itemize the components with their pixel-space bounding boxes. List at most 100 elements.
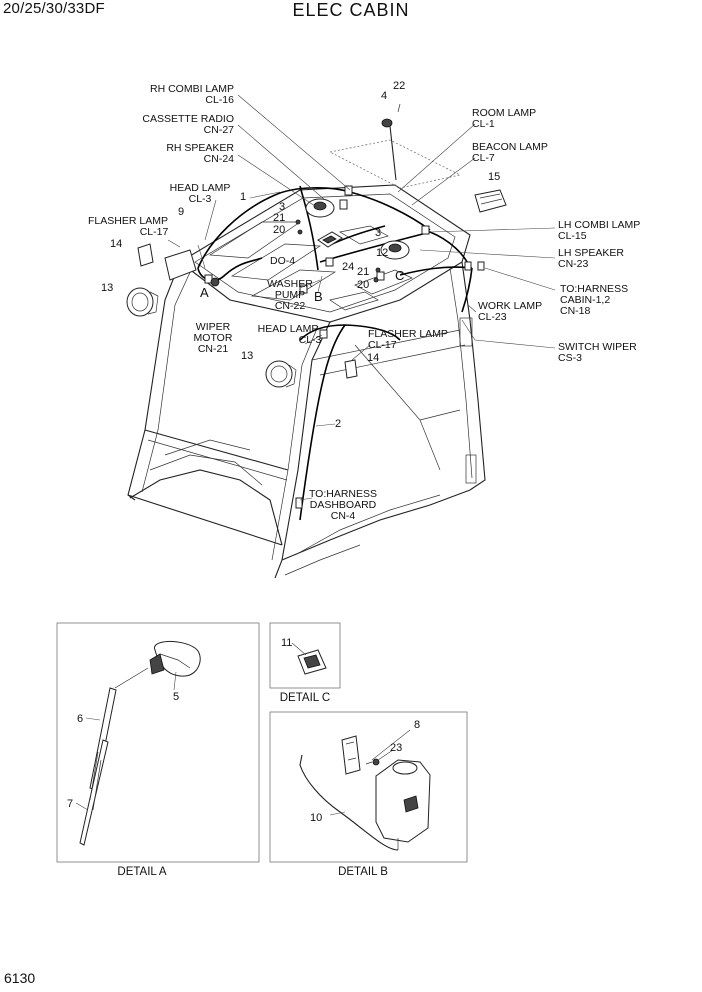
wiper-motor-label-2: MOTOR <box>194 332 233 344</box>
part-number-21-right: 21 <box>357 266 369 278</box>
front-right-post <box>274 321 331 579</box>
part-number-8: 8 <box>414 719 420 731</box>
antenna-base-icon <box>381 118 393 128</box>
part-number-1: 1 <box>240 191 246 203</box>
head-lamp-left-icon <box>126 287 154 317</box>
rh-combi-lamp-code: CL-16 <box>205 94 234 106</box>
flasher-lamp-right-label: FLASHER LAMP <box>368 328 448 340</box>
cabin-frame <box>127 184 486 579</box>
flasher-lamp-left-label: FLASHER LAMP <box>88 215 168 227</box>
washer-hose-icon <box>299 754 399 851</box>
leader-lines <box>167 94 556 501</box>
part-number-2: 2 <box>335 418 341 430</box>
beacon-lamp-icon <box>474 189 507 213</box>
to-harness-cabin-code: CN-18 <box>560 305 591 317</box>
head-lamp-upper-code: CL-3 <box>189 193 212 205</box>
part-number-22: 22 <box>393 80 405 92</box>
rear-right-post <box>461 261 486 491</box>
rh-speaker-label: RH SPEAKER <box>166 142 234 154</box>
harness-main-roof <box>197 187 351 269</box>
head-lamp-right-icon <box>265 360 293 388</box>
part-number-20-left: 20 <box>273 224 285 236</box>
to-harness-dashboard-label: TO:HARNESS <box>309 488 377 500</box>
room-lamp-label: ROOM LAMP <box>472 107 536 119</box>
to-harness-dashboard-code: CN-4 <box>331 510 356 522</box>
head-lamp-lower-code: CL-3 <box>299 334 322 346</box>
lh-speaker-label: LH SPEAKER <box>558 247 624 259</box>
detail-a-box <box>56 622 260 863</box>
detail-captions: DETAIL A DETAIL C DETAIL B <box>117 692 388 878</box>
page-number: 6130 <box>4 970 36 986</box>
part-number-5: 5 <box>173 691 179 703</box>
part-number-24: 24 <box>342 261 354 273</box>
model-number: 20/25/30/33DF <box>3 0 105 17</box>
cabin-base <box>129 469 471 561</box>
flasher-lamp-left-code: CL-17 <box>140 226 169 238</box>
part-number-21-left: 21 <box>273 212 285 224</box>
switch-wiper-code: CS-3 <box>558 352 582 364</box>
part-number-11: 11 <box>281 637 292 649</box>
flasher-lamp-housing-icon <box>137 243 154 267</box>
switch-wiper-label: SWITCH WIPER <box>558 341 637 353</box>
rh-speaker-code: CN-24 <box>204 153 235 165</box>
detail-c-box <box>269 622 341 689</box>
flasher-lamp-right-icon <box>344 359 358 379</box>
part-number-12: 12 <box>376 247 388 259</box>
part-number-4: 4 <box>381 90 387 102</box>
lh-speaker-code: CN-23 <box>558 258 589 270</box>
roof-components <box>126 103 507 388</box>
bolt-icon <box>372 758 380 766</box>
page-title: ELEC CABIN <box>292 0 410 20</box>
part-number-23: 23 <box>390 742 402 754</box>
cassette-radio-label: CASSETTE RADIO <box>142 113 234 125</box>
beacon-lamp-label: BEACON LAMP <box>472 141 548 153</box>
harness-down-post <box>299 324 346 521</box>
work-lamp-code: CL-23 <box>478 311 507 323</box>
detail-a-caption: DETAIL A <box>117 866 167 878</box>
part-number-14-right: 14 <box>367 352 379 364</box>
to-harness-dashboard-sub: DASHBOARD <box>310 499 377 511</box>
detail-c-caption: DETAIL C <box>280 692 330 704</box>
detail-b-caption: DETAIL B <box>338 866 388 878</box>
work-lamp-label: WORK LAMP <box>478 300 542 312</box>
room-lamp-code: CL-1 <box>472 118 495 130</box>
to-harness-cabin-sub: CABIN-1,2 <box>560 294 610 306</box>
wire-harness <box>197 185 485 521</box>
detail-marker-c: C <box>395 268 404 283</box>
part-number-3-right: 3 <box>375 227 381 239</box>
wiper-blade-icon <box>79 739 109 846</box>
part-number-6: 6 <box>77 713 83 725</box>
head-lamp-lower-label: HEAD LAMP <box>258 323 319 335</box>
wiper-motor-label-1: WIPER <box>196 321 231 333</box>
part-numbers: 22 4 15 1 9 14 13 3 21 20 3 12 24 21 20 … <box>67 80 500 824</box>
detail-marker-a: A <box>200 285 209 300</box>
detail-marker-b: B <box>314 289 323 304</box>
detail-b-box <box>269 711 468 863</box>
wiper-motor-code: CN-21 <box>198 343 229 355</box>
part-number-10: 10 <box>310 812 322 824</box>
washer-pump-code: CN-22 <box>275 300 306 312</box>
beacon-lamp-code: CL-7 <box>472 152 495 164</box>
part-number-7: 7 <box>67 798 73 810</box>
part-number-13-right: 13 <box>241 350 253 362</box>
part-number-9: 9 <box>178 206 184 218</box>
part-number-20-right: 20 <box>357 279 369 291</box>
cassette-radio-code: CN-27 <box>204 124 235 136</box>
detail-markers: A B C <box>200 268 404 304</box>
washer-bracket-icon <box>341 735 361 775</box>
part-number-14-left: 14 <box>110 238 122 250</box>
washer-tank-icon <box>375 759 431 843</box>
do4-label: DO-4 <box>270 255 295 267</box>
washer-pump-label-1: WASHER <box>267 278 313 290</box>
head-lamp-upper-label: HEAD LAMP <box>170 182 231 194</box>
washer-pump-label-2: PUMP <box>275 289 305 301</box>
part-number-15: 15 <box>488 171 500 183</box>
callout-labels: RH COMBI LAMP CL-16 CASSETTE RADIO CN-27… <box>88 83 640 522</box>
part-number-13-left: 13 <box>101 282 113 294</box>
rh-combi-lamp-label: RH COMBI LAMP <box>150 83 234 95</box>
flasher-lamp-right-code: CL-17 <box>368 339 397 351</box>
to-harness-cabin-label: TO:HARNESS <box>560 283 628 295</box>
part-number-3-left: 3 <box>279 201 285 213</box>
